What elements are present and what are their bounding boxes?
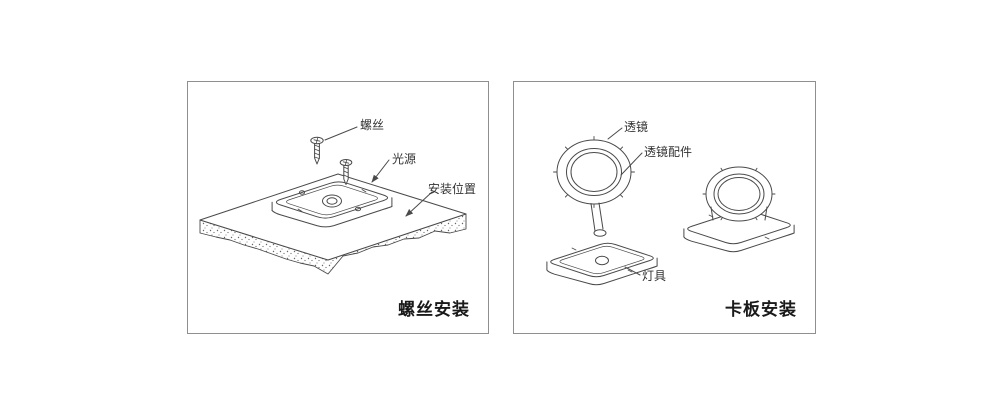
lens-accessory-leader-line [620, 152, 643, 176]
screw-install-illustration [199, 126, 467, 275]
fixture-label: 灯具 [642, 269, 667, 283]
light-module [271, 181, 393, 228]
screw-label: 螺丝 [360, 118, 385, 132]
fixture-leader-line [624, 266, 641, 276]
lens-part [553, 136, 635, 237]
lamp-fixture-part [546, 242, 658, 286]
install-position-leader-line [405, 191, 433, 217]
screw-install-caption: 螺丝安装 [398, 300, 470, 320]
light-source-label: 光源 [392, 152, 417, 166]
screw-leader-line [324, 126, 358, 141]
clip-install-illustration [546, 127, 795, 286]
clip-install-caption: 卡板安装 [725, 300, 797, 320]
clip-install-panel: 透镜 透镜配件 灯具 卡板安装 [513, 81, 816, 334]
ground-section-texture [199, 213, 467, 275]
lens-leader-line [607, 127, 623, 140]
assembled-unit [683, 166, 795, 253]
light-source-leader-line [371, 159, 390, 183]
screw-install-panel: 螺丝 光源 安装位置 螺丝安装 [187, 81, 489, 334]
screw-icon [310, 136, 324, 165]
lens-accessory-label: 透镜配件 [644, 145, 693, 159]
lens-label: 透镜 [624, 120, 649, 134]
install-position-label: 安装位置 [428, 182, 477, 196]
screw-inserted-icon [339, 159, 353, 185]
